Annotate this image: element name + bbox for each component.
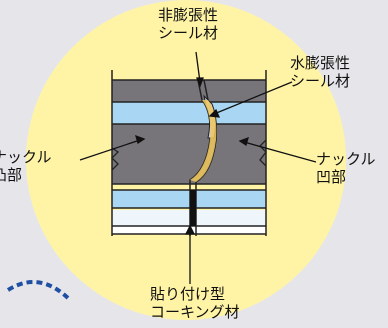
label-line: 非膨張性 xyxy=(158,6,219,24)
joint-filler xyxy=(190,100,217,182)
blue-band-top xyxy=(112,102,266,124)
label-line: ナックル xyxy=(0,148,52,166)
label-knuckle-convex: ナックル 凸部 xyxy=(0,148,52,184)
dashed-arc xyxy=(6,280,72,302)
label-line: 凹部 xyxy=(316,168,347,186)
label-line: コーキング材 xyxy=(150,303,240,321)
label-line: ナックル xyxy=(316,150,376,168)
label-line: 貼り付け型 xyxy=(150,285,226,303)
left-knuckle-notch xyxy=(111,147,120,171)
label-line: シール材 xyxy=(290,72,351,90)
label-non-swelling-sealant: 非膨張性 シール材 xyxy=(158,6,218,42)
dark-band-middle xyxy=(112,124,266,184)
label-line: シール材 xyxy=(158,24,219,42)
segment-bands xyxy=(112,80,266,234)
label-knuckle-concave: ナックル 凹部 xyxy=(316,150,376,186)
label-swelling-sealant: 水膨張性 シール材 xyxy=(290,54,350,90)
light-band xyxy=(112,210,266,226)
dark-band-top xyxy=(112,80,266,102)
label-line: 凸部 xyxy=(0,166,23,184)
label-caulking: 貼り付け型 コーキング材 xyxy=(150,285,240,321)
blue-band-middle xyxy=(112,190,266,208)
label-line: 水膨張性 xyxy=(290,54,351,72)
right-knuckle-notch xyxy=(259,139,267,167)
caulking-strip xyxy=(190,190,196,226)
leader-lines xyxy=(79,51,317,284)
